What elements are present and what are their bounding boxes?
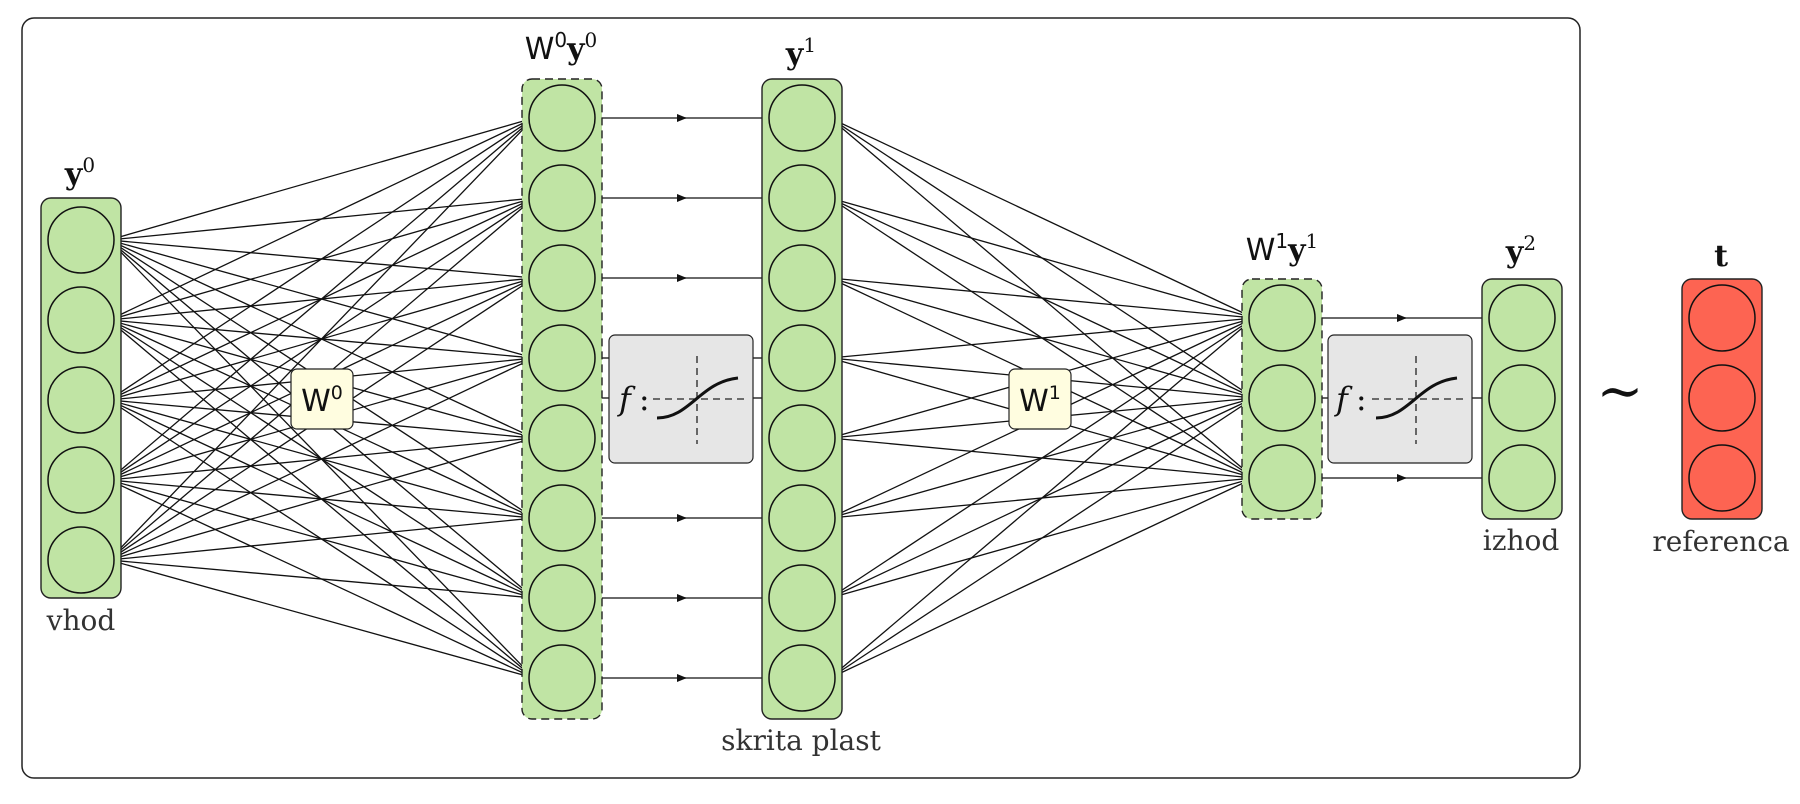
edge-input-pre0 — [108, 117, 535, 241]
target-label: referenca — [1652, 525, 1789, 558]
edge-input-pre0 — [108, 357, 535, 561]
hidden-node — [768, 564, 836, 632]
hidden-node — [768, 484, 836, 552]
input-node — [47, 526, 115, 594]
target-node — [1688, 444, 1756, 512]
pre0-node — [528, 244, 596, 312]
edge-hidden-pre1 — [829, 197, 1255, 319]
pre0-node — [528, 164, 596, 232]
pre0-node — [528, 404, 596, 472]
edge-input-pre0 — [108, 517, 535, 561]
pre0-node — [528, 84, 596, 152]
hidden-node — [768, 324, 836, 392]
edge-input-pre0 — [108, 117, 535, 321]
hidden-node — [768, 244, 836, 312]
edge-hidden-pre1 — [829, 317, 1255, 679]
hidden-layer — [761, 78, 843, 720]
pre0-node — [528, 484, 596, 552]
input-node — [47, 206, 115, 274]
edge-input-pre0 — [108, 117, 535, 401]
edge-input-pre0 — [108, 559, 535, 599]
svg-text:W1: W1 — [1019, 382, 1061, 419]
edge-input-pre0 — [108, 117, 535, 561]
edge-hidden-pre1 — [829, 397, 1255, 679]
pre1-node — [1248, 284, 1316, 352]
layers — [40, 78, 1763, 720]
hidden-layer-box — [761, 78, 843, 720]
input-layer — [40, 197, 122, 599]
edge-hidden-pre1 — [829, 277, 1255, 319]
activation-box-1: f: — [608, 334, 754, 464]
input-label: vhod — [46, 604, 116, 637]
outer-frame — [21, 17, 1581, 779]
pre0-layer — [521, 78, 603, 720]
edge-input-pre0 — [108, 117, 535, 481]
pre1-node — [1248, 364, 1316, 432]
hidden-node — [768, 404, 836, 472]
input-header: y0 — [64, 153, 95, 192]
target-header: t — [1714, 239, 1728, 274]
pre1-node — [1248, 444, 1316, 512]
edge-input-pre0 — [108, 559, 535, 679]
output-node — [1488, 444, 1556, 512]
output-header: y2 — [1505, 231, 1536, 270]
target-node — [1688, 284, 1756, 352]
output-node — [1488, 364, 1556, 432]
weight-box-w0: W0 — [290, 368, 354, 430]
hidden-header: y1 — [785, 33, 816, 72]
output-label: izhod — [1483, 524, 1560, 557]
input-node — [47, 366, 115, 434]
edge-hidden-pre1 — [829, 317, 1255, 599]
hidden-node — [768, 84, 836, 152]
hidden-node — [768, 164, 836, 232]
pre0-node — [528, 564, 596, 632]
edge-hidden-pre1 — [829, 317, 1255, 359]
pre0-layer-box — [521, 78, 603, 720]
input-node — [47, 286, 115, 354]
pre1-layer — [1241, 278, 1323, 520]
hidden-label: skrita plast — [721, 724, 881, 757]
approx-symbol: ∼ — [1597, 359, 1644, 424]
edge-hidden-pre1 — [829, 117, 1255, 319]
target-layer — [1681, 278, 1763, 520]
forward-arrows — [602, 114, 1482, 682]
weight-box-w1: W1 — [1008, 368, 1072, 430]
input-node — [47, 446, 115, 514]
edge-hidden-pre1 — [829, 477, 1255, 679]
svg-text:W0: W0 — [301, 382, 343, 419]
hidden-node — [768, 644, 836, 712]
pre0-header: W0y0 — [525, 28, 598, 67]
output-node — [1488, 284, 1556, 352]
output-layer — [1481, 278, 1563, 520]
activation-box-2: f: — [1327, 334, 1473, 464]
target-node — [1688, 364, 1756, 432]
pre0-node — [528, 644, 596, 712]
pre1-header: W1y1 — [1246, 229, 1319, 268]
edge-input-pre0 — [108, 437, 535, 561]
pre0-node — [528, 324, 596, 392]
